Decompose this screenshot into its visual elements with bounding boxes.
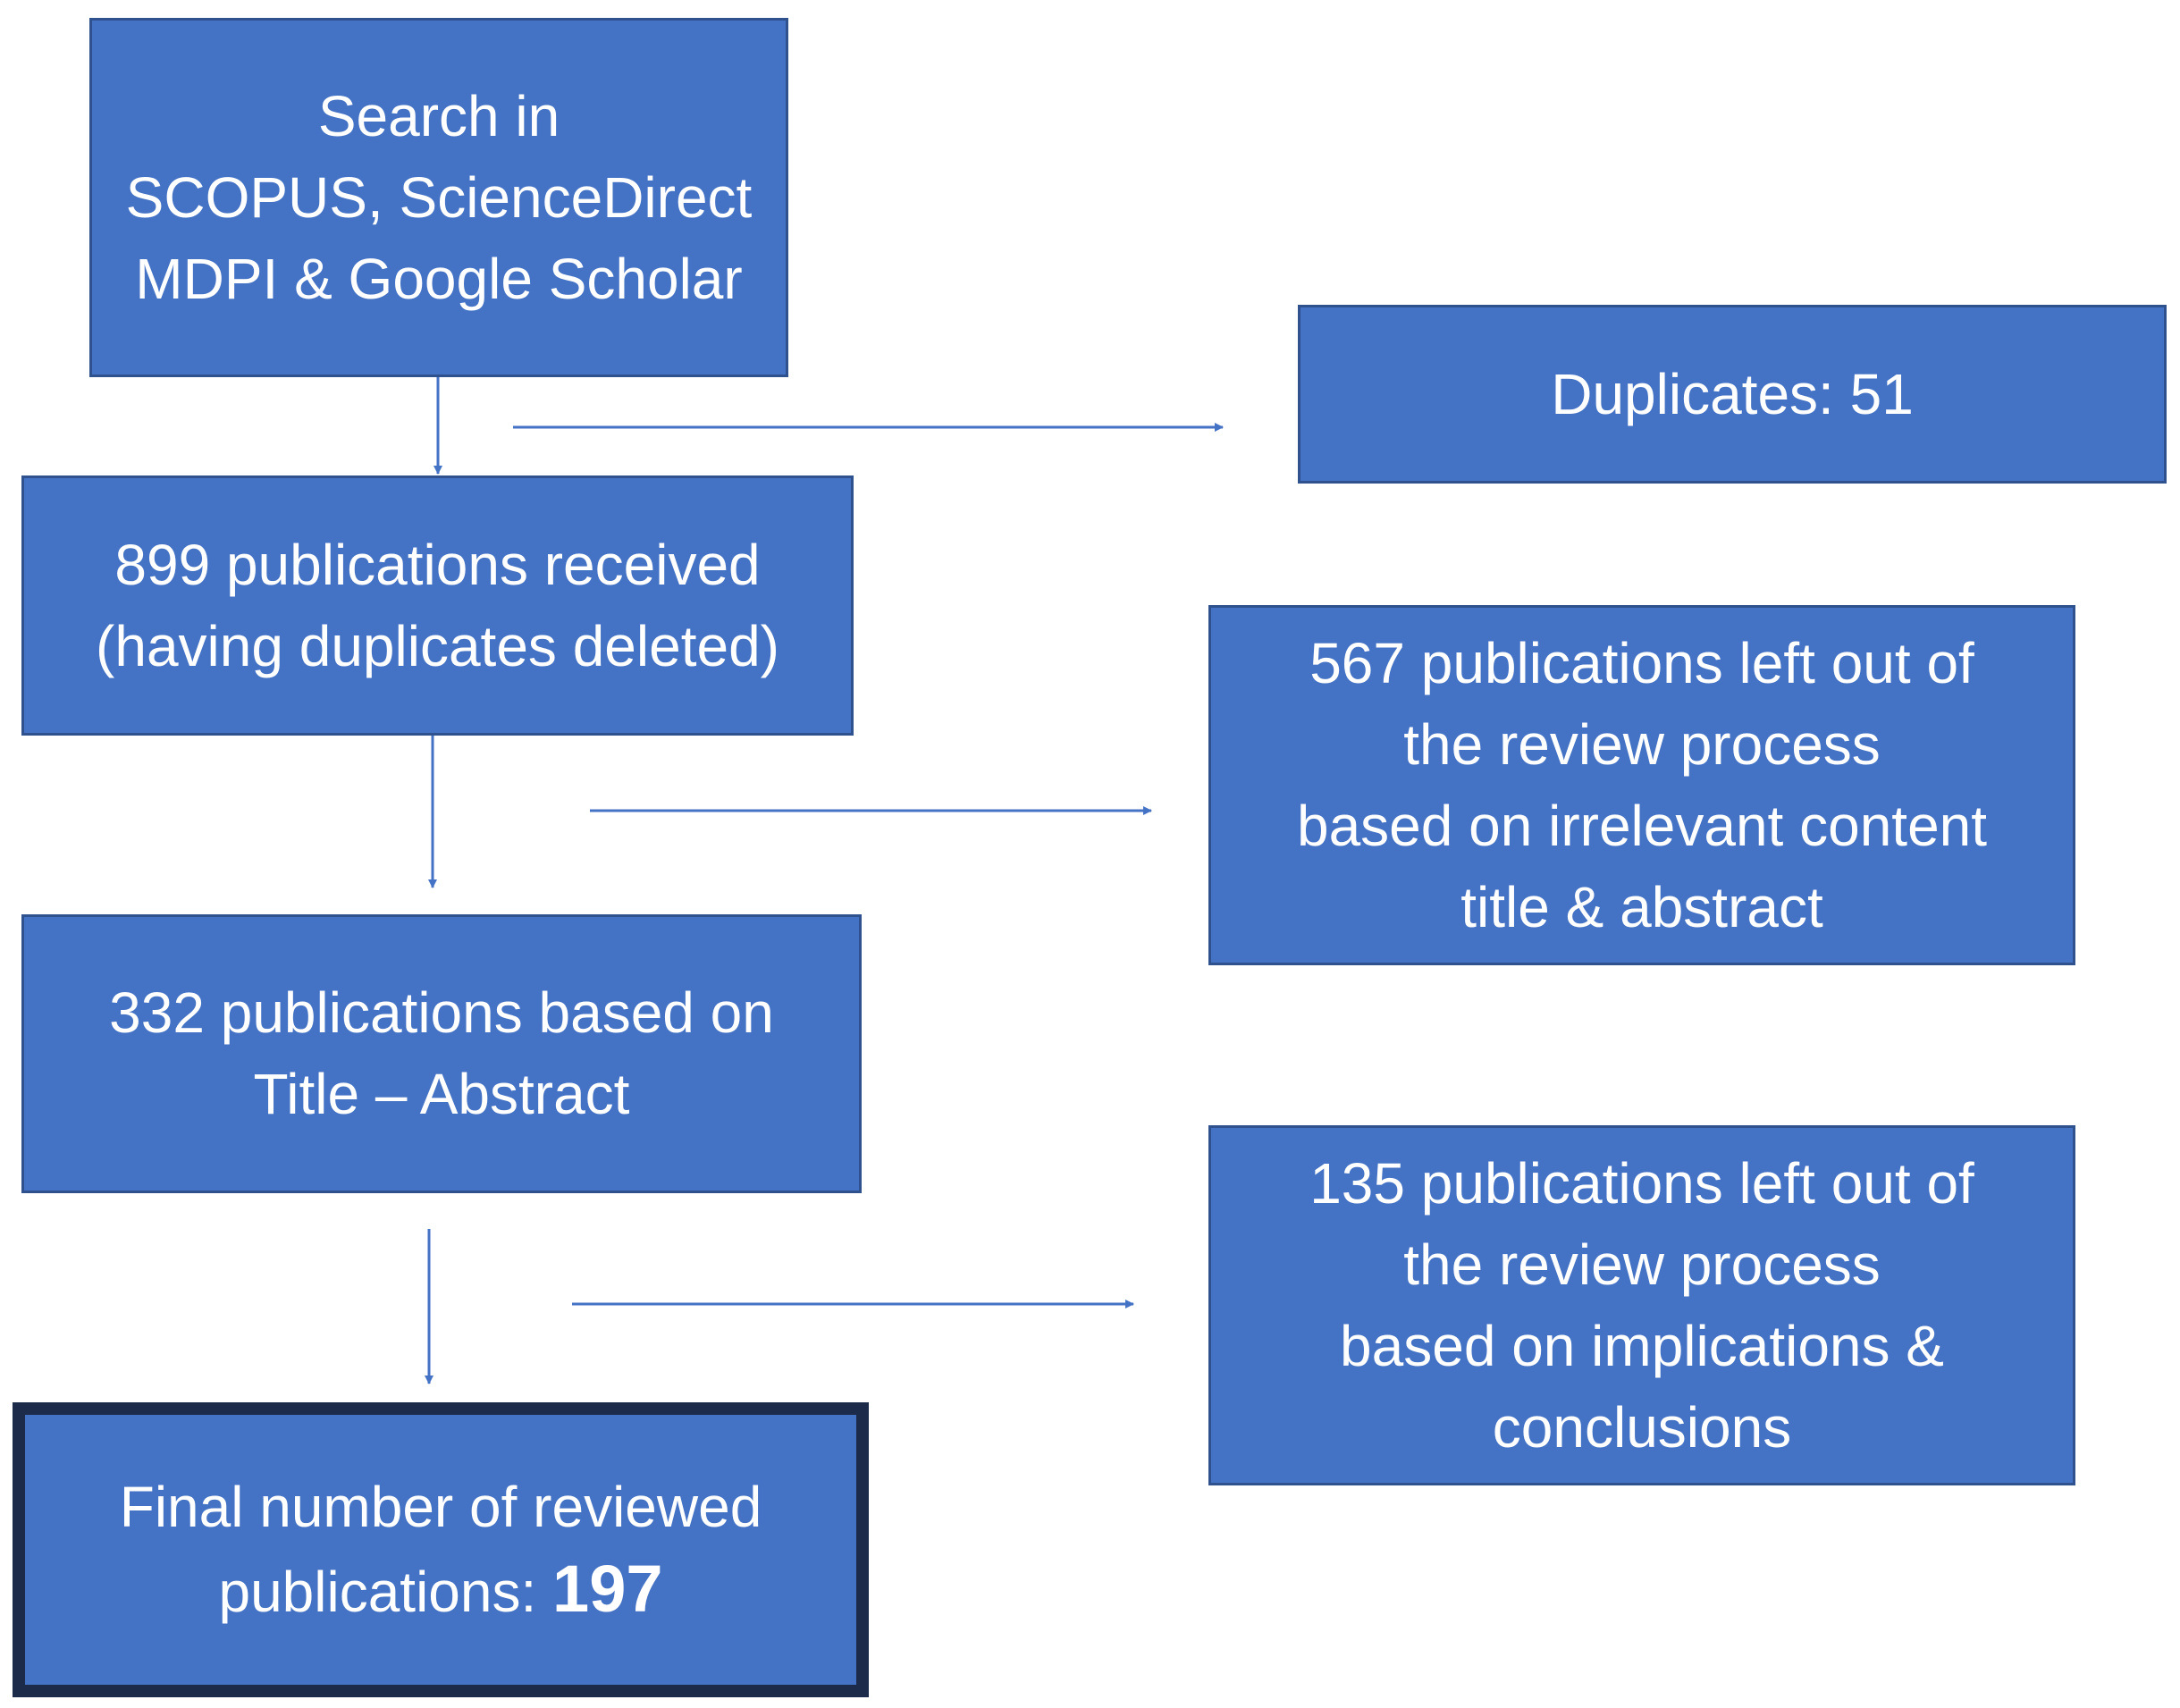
excluded-title-line-2: the review process [1403, 711, 1881, 777]
excluded-implications-line-3: based on implications & [1340, 1313, 1944, 1378]
received-publications-box: 899 publications received (having duplic… [21, 475, 854, 736]
excluded-title-line-3: based on irrelevant content [1296, 793, 1988, 858]
search-sources-line-2: SCOPUS, ScienceDirect [125, 164, 753, 230]
received-line-1: 899 publications received [114, 532, 761, 597]
title-abstract-line-1: 332 publications based on [109, 980, 774, 1045]
excluded-title-line-4: title & abstract [1460, 874, 1823, 939]
final-line-1: Final number of reviewed [119, 1475, 762, 1539]
excluded-implications-line-1: 135 publications left out of [1309, 1150, 1974, 1216]
excluded-title-line-1: 567 publications left out of [1309, 630, 1974, 695]
excluded-implications-line-4: conclusions [1492, 1394, 1792, 1460]
search-sources-line-3: MDPI & Google Scholar [135, 246, 743, 311]
duplicates-box: Duplicates: 51 [1298, 305, 2167, 484]
title-abstract-line-2: Title – Abstract [253, 1062, 630, 1126]
excluded-implications-line-2: the review process [1403, 1232, 1881, 1297]
final-count-value: 197 [552, 1552, 663, 1626]
excluded-title-abstract-box: 567 publications left out of the review … [1208, 605, 2075, 965]
excluded-implications-box: 135 publications left out of the review … [1208, 1125, 2075, 1485]
final-line-2: publications: 197 [218, 1548, 662, 1633]
received-line-2: (having duplicates deleted) [96, 613, 779, 678]
title-abstract-box: 332 publications based on Title – Abstra… [21, 914, 862, 1193]
final-reviewed-box: Final number of reviewed publications: 1… [13, 1402, 869, 1697]
final-line-2-prefix: publications: [218, 1560, 553, 1624]
duplicates-line: Duplicates: 51 [1551, 361, 1914, 426]
search-sources-box: Search in SCOPUS, ScienceDirect MDPI & G… [89, 18, 788, 377]
search-sources-line-1: Search in [317, 83, 560, 148]
